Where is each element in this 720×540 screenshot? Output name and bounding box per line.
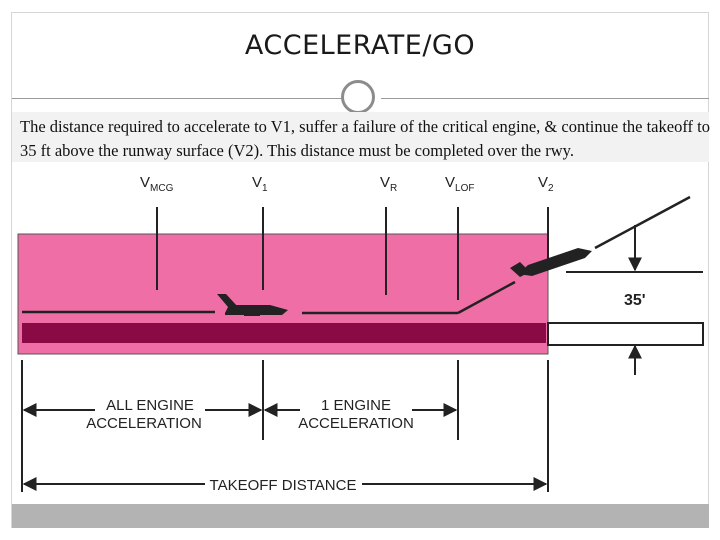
title-divider-left: [12, 98, 342, 99]
runway-extension: [547, 322, 704, 346]
v2-subscript: 2: [548, 183, 554, 194]
vr-label: V: [380, 174, 390, 191]
svg-text:VR: VR: [380, 174, 397, 194]
climb-path-extension: [594, 195, 691, 250]
climb-path-line: [457, 280, 516, 315]
v2-label: V: [538, 174, 548, 191]
description-background: [12, 112, 709, 162]
vlof-subscript: LOF: [455, 183, 474, 194]
all-engine-label-line2: ACCELERATION: [86, 415, 202, 432]
v1-label: V: [252, 174, 262, 191]
one-engine-label-line2: ACCELERATION: [298, 415, 414, 432]
vlof-label: V: [445, 174, 455, 191]
runway-band: [22, 323, 546, 343]
title-divider-right: [381, 98, 709, 99]
svg-text:VMCG: VMCG: [140, 174, 174, 194]
description-text: The distance required to accelerate to V…: [20, 117, 710, 160]
v1-subscript: 1: [262, 183, 268, 194]
vr-subscript: R: [390, 183, 397, 194]
svg-text:V1: V1: [252, 174, 268, 194]
vmcg-subscript: MCG: [150, 183, 174, 194]
height-label: 35': [624, 292, 646, 309]
vmcg-label: V: [140, 174, 150, 191]
all-engine-label-line1: ALL ENGINE: [106, 397, 194, 414]
svg-text:V2: V2: [538, 174, 554, 194]
aircraft-ground-icon: [217, 294, 288, 316]
slide-title: ACCELERATE/GO: [244, 30, 476, 61]
aircraft-airborne-icon: [510, 248, 592, 277]
one-engine-label-line1: 1 ENGINE: [321, 397, 391, 414]
footer-bar: [12, 504, 709, 528]
speed-labels: VMCG V1 VR VLOF V2: [140, 174, 554, 194]
svg-text:VLOF: VLOF: [445, 174, 474, 194]
takeoff-distance-label: TAKEOFF DISTANCE: [210, 477, 357, 494]
